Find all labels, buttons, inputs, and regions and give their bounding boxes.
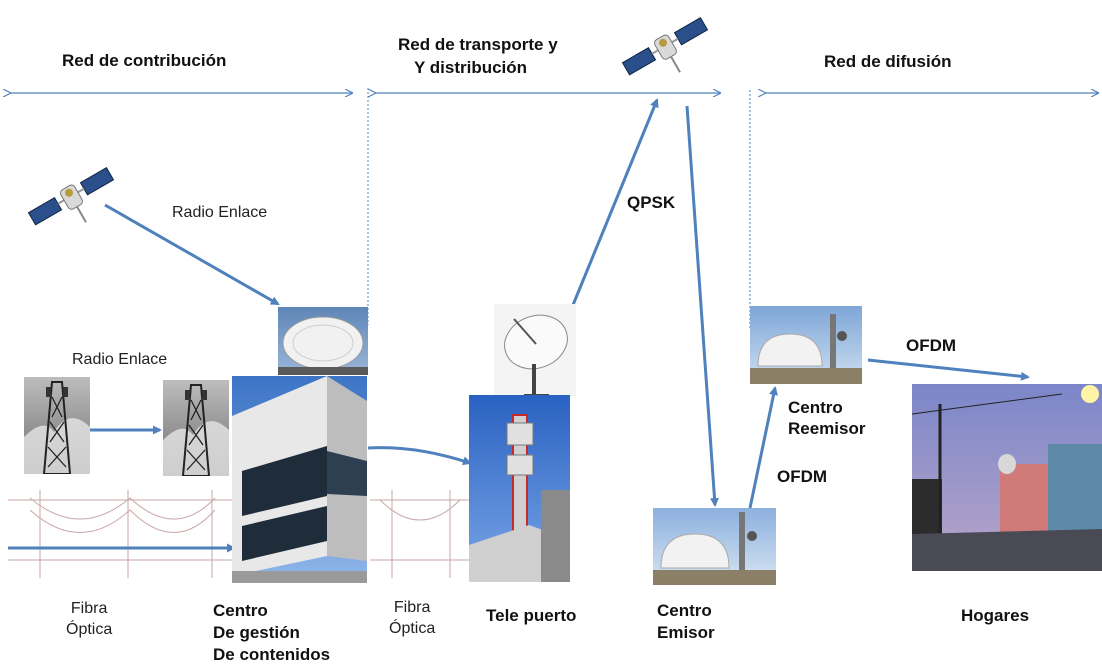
section-title-contribucion: Red de contribución (62, 51, 227, 70)
label-centro-emisor: Centro Emisor (657, 601, 715, 642)
label-centro-gestion: Centro De gestión De contenidos (213, 601, 331, 664)
tower-icon (24, 377, 90, 474)
power-line-icon (370, 490, 470, 578)
label-hogares: Hogares (961, 606, 1030, 625)
label-fibra-optica-left: Fibra Óptica (66, 600, 113, 638)
dish-icon (278, 307, 368, 375)
section-title-transporte-line1: Red de transporte y (398, 35, 558, 54)
label-radio-enlace-top: Radio Enlace (172, 204, 268, 221)
label-ofdm-upper: OFDM (906, 336, 957, 355)
arrow-gestion-to-teleport (367, 446, 472, 466)
power-line-icon (8, 490, 235, 578)
section-title-difusion: Red de difusión (824, 52, 952, 71)
broadcast-station-icon (653, 508, 776, 585)
arrow-satellite-to-dish (104, 203, 280, 306)
label-centro-reemisor: Centro Reemisor (788, 398, 866, 438)
dish-icon (494, 304, 576, 396)
building-icon (232, 376, 367, 583)
tower-icon (163, 380, 229, 476)
arrow-downlink (685, 105, 719, 507)
arrow-reemisor-to-hogares (867, 358, 1030, 381)
arrow-uplink-qpsk (571, 98, 659, 306)
label-tele-puerto: Tele puerto (486, 606, 577, 625)
label-qpsk: QPSK (627, 193, 676, 212)
street-icon (912, 384, 1102, 571)
arrow-emisor-to-reemisor (748, 386, 778, 509)
label-radio-enlace-left: Radio Enlace (72, 351, 168, 368)
section-title-transporte-line2: Y distribución (414, 58, 528, 77)
label-ofdm-lower: OFDM (777, 467, 828, 486)
broadcast-station-icon (750, 306, 862, 384)
tower-icon (469, 395, 570, 582)
label-fibra-optica-mid: Fibra Óptica (389, 599, 436, 637)
